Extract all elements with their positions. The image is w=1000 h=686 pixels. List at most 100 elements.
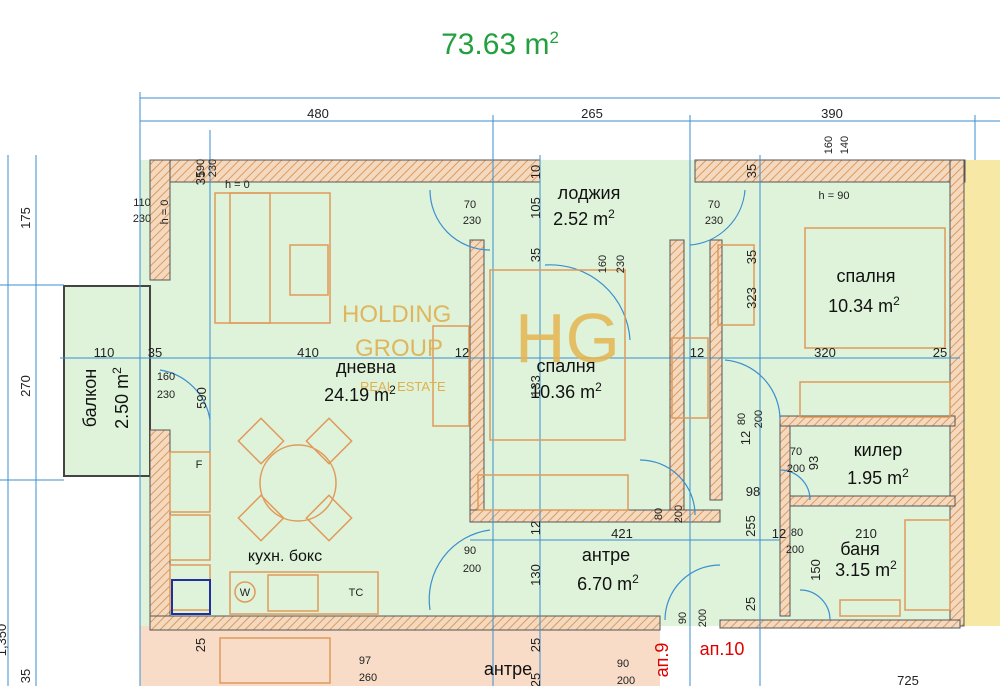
- svg-text:h = 0: h = 0: [159, 200, 171, 225]
- svg-text:80: 80: [736, 413, 748, 425]
- total-area-sup: 2: [549, 28, 559, 47]
- room-bath-name: баня: [840, 539, 880, 559]
- svg-text:80: 80: [653, 508, 665, 520]
- dim-left-1: 175: [18, 207, 33, 229]
- svg-text:200: 200: [697, 609, 709, 627]
- svg-text:260: 260: [359, 672, 377, 684]
- svg-text:230: 230: [705, 215, 723, 227]
- svg-text:TC: TC: [349, 587, 364, 599]
- dim-left-2: 270: [18, 375, 33, 397]
- svg-text:200: 200: [786, 544, 804, 556]
- svg-text:200: 200: [673, 505, 685, 523]
- dim-left-3: 1,350: [0, 624, 9, 657]
- svg-text:160: 160: [823, 136, 835, 154]
- svg-text:10: 10: [528, 165, 543, 179]
- room-closet-area: 1.95 m2: [847, 466, 909, 488]
- dim-left-4: 35: [18, 669, 33, 683]
- svg-text:140: 140: [839, 136, 851, 154]
- svg-text:80: 80: [791, 527, 803, 539]
- room-hall-name: антре: [582, 545, 630, 565]
- svg-text:25: 25: [193, 638, 208, 652]
- svg-text:323: 323: [744, 287, 759, 309]
- room-balcony-area: 2.50 m2: [110, 367, 132, 429]
- svg-text:110: 110: [133, 197, 151, 209]
- svg-text:230: 230: [157, 389, 175, 401]
- svg-text:h = 0: h = 0: [225, 179, 250, 191]
- svg-text:25: 25: [933, 345, 947, 360]
- dim-bottom: 725: [897, 673, 919, 686]
- svg-text:90: 90: [677, 612, 689, 624]
- room-loggia-name: лоджия: [558, 183, 621, 203]
- total-area-label: 73.63 m2: [0, 28, 1000, 62]
- svg-text:35: 35: [744, 164, 759, 178]
- svg-text:160: 160: [597, 255, 609, 273]
- svg-text:25: 25: [743, 597, 758, 611]
- dim-top-1: 480: [307, 106, 329, 121]
- room-living-area: 24.19 m2: [324, 383, 396, 405]
- watermark-line1: HOLDING: [342, 301, 451, 328]
- svg-text:12: 12: [772, 526, 786, 541]
- svg-text:230: 230: [615, 255, 627, 273]
- svg-text:93: 93: [806, 456, 821, 470]
- svg-text:h = 90: h = 90: [819, 190, 850, 202]
- svg-text:35: 35: [744, 250, 759, 264]
- total-area-value: 73.63 m: [441, 28, 550, 61]
- svg-text:90: 90: [617, 658, 629, 670]
- svg-text:W: W: [240, 587, 251, 599]
- svg-text:70: 70: [790, 446, 802, 458]
- svg-text:133: 133: [528, 375, 543, 397]
- svg-text:90: 90: [464, 545, 476, 557]
- svg-text:210: 210: [855, 526, 877, 541]
- svg-text:130: 130: [528, 564, 543, 586]
- room-neighbor-hall-name: антре: [484, 659, 532, 679]
- neighbor-unit-bottom: [140, 626, 660, 686]
- dim-top-3: 390: [821, 106, 843, 121]
- room-living-name: дневна: [336, 357, 397, 377]
- svg-text:190: 190: [195, 159, 207, 177]
- watermark: HOLDING GROUP REAL ESTATE HG: [342, 299, 620, 394]
- balcony-floor: [63, 285, 151, 477]
- svg-text:12: 12: [528, 521, 543, 535]
- svg-text:320: 320: [814, 345, 836, 360]
- dim-top-2: 265: [581, 106, 603, 121]
- svg-text:70: 70: [464, 199, 476, 211]
- room-bedroom2-name: спалня: [837, 266, 896, 286]
- svg-text:200: 200: [617, 675, 635, 686]
- svg-text:200: 200: [463, 563, 481, 575]
- room-hall-area: 6.70 m2: [577, 572, 639, 594]
- svg-text:35: 35: [193, 171, 208, 185]
- svg-text:230: 230: [463, 215, 481, 227]
- furniture: [169, 192, 951, 684]
- walls: [149, 159, 966, 631]
- svg-text:35: 35: [528, 248, 543, 262]
- svg-text:200: 200: [753, 410, 765, 428]
- door-swings: [159, 189, 831, 621]
- watermark-line3: REAL ESTATE: [360, 379, 446, 394]
- svg-text:110: 110: [94, 345, 115, 360]
- svg-text:25: 25: [528, 673, 543, 686]
- watermark-line2: GROUP: [355, 335, 443, 362]
- room-bedroom2-area: 10.34 m2: [828, 294, 900, 316]
- room-bedroom1-name: спалня: [537, 356, 596, 376]
- apartment-9-label: ап.9: [652, 643, 672, 678]
- svg-text:160: 160: [157, 371, 175, 383]
- svg-text:230: 230: [207, 159, 219, 177]
- svg-text:70: 70: [708, 199, 720, 211]
- neighbor-unit-right: [962, 160, 1000, 626]
- stove: [171, 579, 211, 615]
- inner-dimensions: 190 230 35 h = 0 h = 0 110 230 10 105 70…: [94, 136, 948, 686]
- svg-text:35: 35: [148, 345, 162, 360]
- svg-text:12: 12: [690, 345, 704, 360]
- svg-text:255: 255: [743, 515, 758, 537]
- svg-text:F: F: [196, 459, 203, 471]
- dimension-lines: [0, 92, 1000, 686]
- svg-text:12: 12: [455, 345, 469, 360]
- svg-text:12: 12: [738, 431, 753, 445]
- svg-text:230: 230: [133, 213, 151, 225]
- room-bedroom1-area: 10.36 m2: [530, 380, 602, 402]
- apartment-floor: [140, 160, 962, 626]
- svg-text:105: 105: [528, 197, 543, 219]
- svg-text:25: 25: [528, 638, 543, 652]
- apartment-10-label: ап.10: [700, 639, 745, 659]
